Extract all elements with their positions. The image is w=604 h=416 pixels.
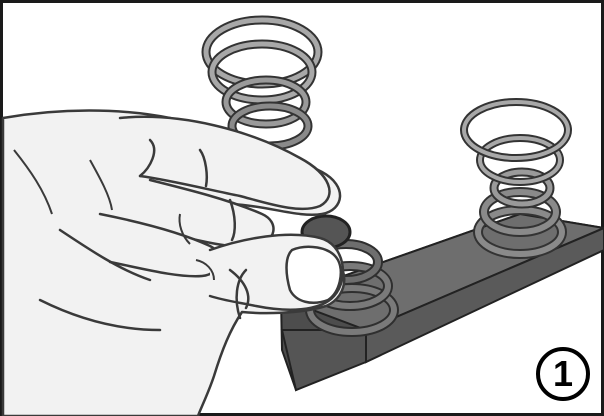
step-number-badge: 1 — [536, 347, 590, 401]
